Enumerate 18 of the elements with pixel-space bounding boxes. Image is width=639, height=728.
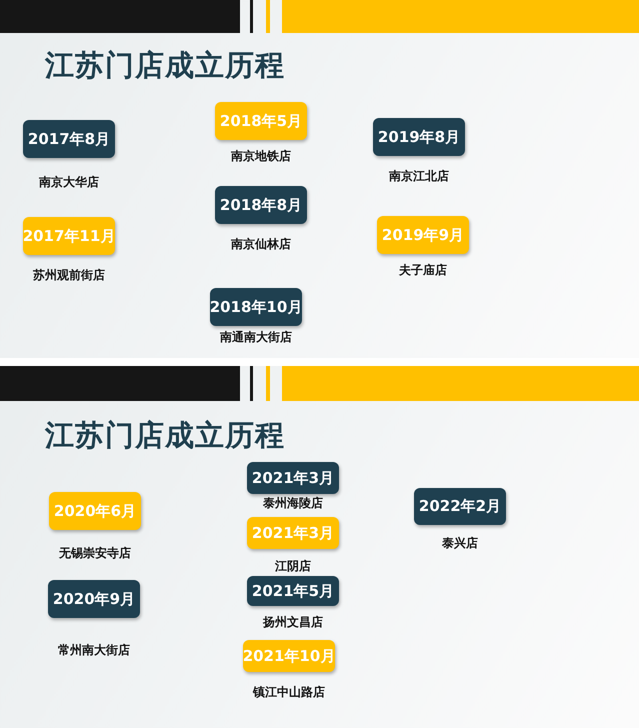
store-name: 夫子庙店: [399, 262, 447, 279]
slide-panel: [0, 0, 639, 358]
store-name: 镇江中山路店: [253, 684, 325, 701]
slide-panel: [0, 366, 639, 728]
store-name: 江阴店: [275, 558, 311, 575]
slide-title: 江苏门店成立历程: [45, 417, 285, 454]
store-name: 泰兴店: [442, 535, 478, 552]
store-name: 扬州文昌店: [263, 614, 323, 631]
store-name: 无锡崇安寺店: [59, 545, 131, 562]
slide-title: 江苏门店成立历程: [45, 47, 285, 84]
store-name: 南京江北店: [389, 168, 449, 185]
store-name: 南京大华店: [39, 174, 99, 191]
store-name: 南通南大街店: [220, 329, 292, 346]
store-name: 苏州观前街店: [33, 267, 105, 284]
store-name: 南京仙林店: [231, 236, 291, 253]
store-name: 泰州海陵店: [263, 495, 323, 512]
store-name: 南京地铁店: [231, 148, 291, 165]
store-name: 常州南大街店: [58, 642, 130, 659]
